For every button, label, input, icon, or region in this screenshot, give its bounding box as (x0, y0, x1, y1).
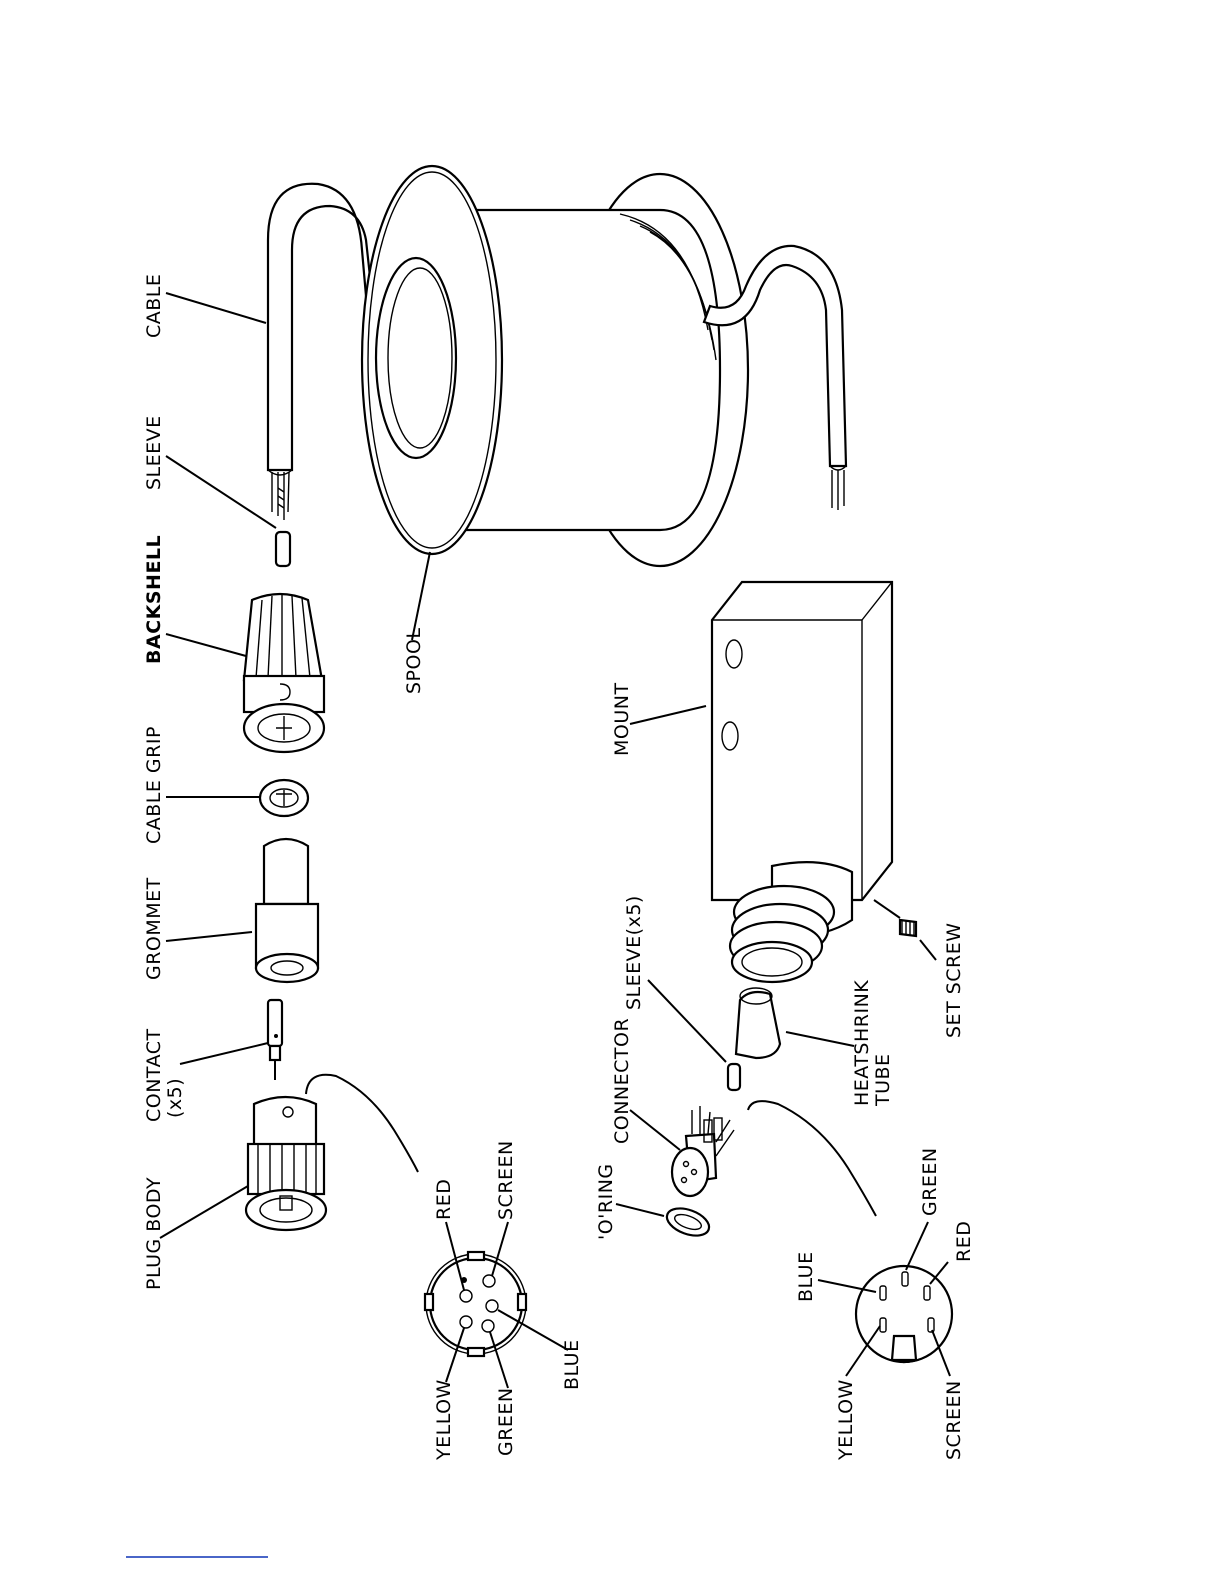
label-cable: CABLE (143, 274, 165, 338)
heatshrink-tube (736, 988, 780, 1058)
plug-pin-face (425, 1252, 526, 1356)
label-mount: MOUNT (611, 682, 633, 756)
o-ring (663, 1203, 713, 1241)
label-contact: CONTACT (143, 1028, 165, 1122)
sleeve (276, 532, 290, 566)
socket-label-yellow: YELLOW (835, 1379, 857, 1461)
leader-sleeve (166, 456, 276, 528)
label-o-ring: 'O'RING (595, 1163, 617, 1240)
leader-sleeve-x5 (648, 980, 726, 1062)
leader-heatshrink (786, 1032, 854, 1046)
socket-leader-green (906, 1222, 928, 1270)
label-sleeve: SLEEVE (143, 415, 165, 490)
cable-grip (260, 780, 308, 816)
plug-label-yellow: YELLOW (433, 1379, 455, 1461)
label-contact-qty: (x5) (164, 1078, 186, 1118)
label-backshell: BACKSHELL (143, 535, 165, 664)
leader-mount (630, 706, 706, 724)
leader-plug-body (160, 1186, 248, 1238)
label-connector: CONNECTOR (611, 1018, 633, 1144)
socket-label-screen: SCREEN (943, 1380, 965, 1460)
leader-cable (166, 293, 266, 323)
leader-set-screw-label (920, 940, 936, 960)
socket-pin-face (856, 1266, 952, 1362)
footer-rule (126, 1556, 268, 1558)
plug-label-screen: SCREEN (495, 1140, 517, 1220)
leader-grommet (166, 932, 252, 941)
socket-label-blue: BLUE (795, 1251, 817, 1302)
mount (712, 582, 892, 982)
connector (672, 1106, 734, 1196)
backshell (244, 594, 324, 752)
leader-connector (630, 1110, 680, 1150)
label-cable-grip: CABLE GRIP (143, 726, 165, 844)
leader-contact (180, 1043, 268, 1064)
leader-set-screw (874, 900, 900, 918)
grommet (256, 839, 318, 982)
contact (268, 1000, 282, 1080)
label-sleeve-x5: SLEEVE(x5) (623, 895, 645, 1010)
label-plug-body: PLUG BODY (143, 1177, 165, 1290)
plug-label-green: GREEN (495, 1387, 517, 1456)
connector-cable-lead (748, 1101, 876, 1216)
sleeve-x5 (728, 1064, 740, 1090)
plug-body (246, 1097, 326, 1230)
label-grommet: GROMMET (143, 877, 165, 980)
leader-o-ring (616, 1204, 664, 1216)
label-heatshrink-tube: TUBE (872, 1053, 894, 1107)
leader-backshell (166, 634, 246, 656)
plug-label-red: RED (433, 1179, 455, 1220)
set-screw (900, 920, 916, 936)
socket-label-green: GREEN (919, 1147, 941, 1216)
spool (362, 166, 748, 566)
leader-spool (412, 552, 430, 640)
label-spool: SPOOL (403, 627, 425, 694)
label-heatshrink: HEATSHRINK (851, 980, 873, 1106)
label-set-screw: SET SCREW (943, 922, 965, 1038)
socket-label-red: RED (953, 1221, 975, 1262)
